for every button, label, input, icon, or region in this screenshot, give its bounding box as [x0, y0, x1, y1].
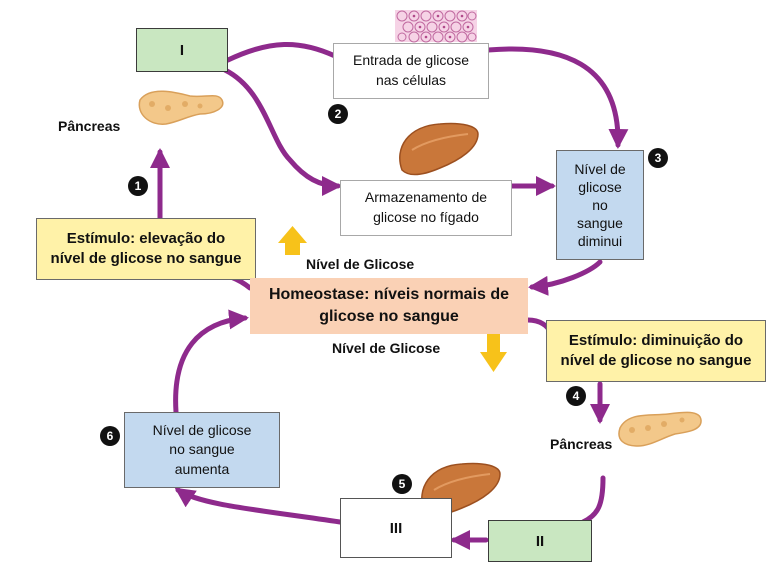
- liver-icon: [399, 122, 479, 176]
- step-number: 2: [328, 104, 348, 124]
- step-number: 6: [100, 426, 120, 446]
- arrow-pancreas-to-ii: [580, 475, 606, 525]
- homeostase-box: Homeostase: níveis normais de glicose no…: [250, 278, 528, 334]
- arrow-i-to-armazenamento: [222, 67, 342, 196]
- box-ii: II: [488, 520, 592, 562]
- pancreas-top-label: Pâncreas: [58, 118, 121, 134]
- arrow-nivel-aumenta-to-homeostase: [173, 309, 249, 415]
- estimulo-diminuicao-box: Estímulo: diminuição do nível de glicose…: [546, 320, 766, 382]
- arrow-nivel-diminui-to-homeostase: [528, 259, 603, 296]
- armazenamento-glicose-box: Armazenamento de glicose no fígado: [340, 180, 512, 236]
- cells-icon: [395, 10, 477, 43]
- pancreas-icon: [138, 90, 224, 125]
- nivel-glicose-down-label: Nível de Glicose: [332, 340, 441, 356]
- step-number: 4: [566, 386, 586, 406]
- step-number: 3: [648, 148, 668, 168]
- step-number: 1: [128, 176, 148, 196]
- pancreas-bottom-label: Pâncreas: [550, 436, 613, 452]
- nivel-glicose-up-label: Nível de Glicose: [306, 256, 415, 272]
- entrada-glicose-box: Entrada de glicose nas células: [333, 43, 489, 99]
- box-i: I: [136, 28, 228, 72]
- nivel-diminui-box: Nível de glicose no sangue diminui: [556, 150, 644, 260]
- estimulo-elevacao-box: Estímulo: elevação do nível de glicose n…: [36, 218, 256, 280]
- down-arrow-icon: [480, 334, 507, 372]
- box-iii: III: [340, 498, 452, 558]
- step-number: 5: [392, 474, 412, 494]
- arrow-iii-to-nivel-aumenta: [174, 487, 343, 525]
- arrow-entrada-to-nivel-diminui: [485, 46, 629, 149]
- up-arrow-icon: [278, 226, 307, 255]
- arrow-i-to-entrada: [225, 41, 338, 63]
- pancreas-icon: [618, 411, 702, 447]
- nivel-aumenta-box: Nível de glicose no sangue aumenta: [124, 412, 280, 488]
